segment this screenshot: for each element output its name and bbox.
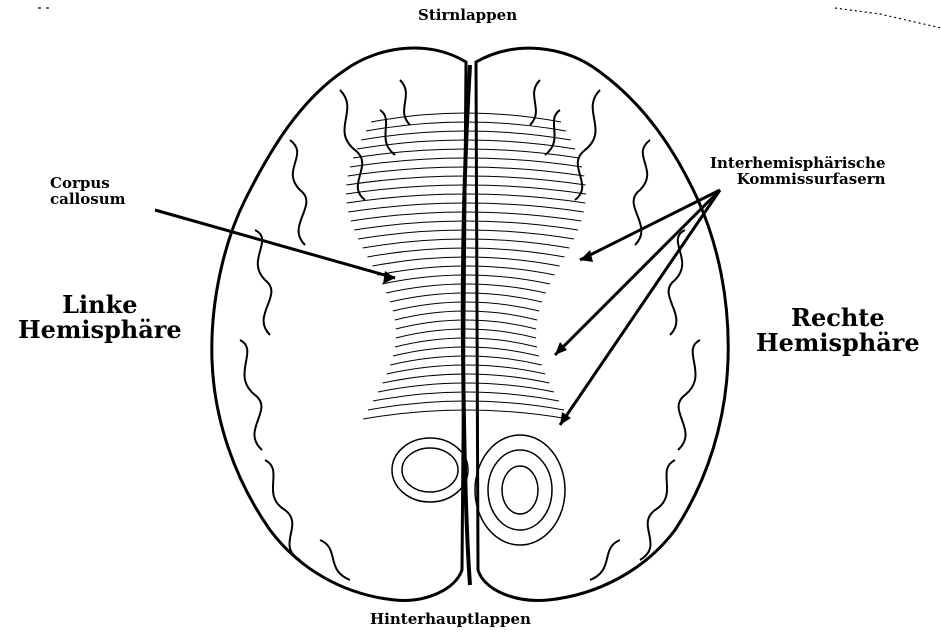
left-hemisphere-label-line2: Hemisphäre [18,317,182,342]
left-gyri [240,80,410,580]
fiber-stroke [368,401,564,410]
fiber-stroke [372,257,559,266]
right-hemisphere-label: Rechte Hemisphäre [756,305,920,355]
left-hemisphere-label-line1: Linke [18,292,182,317]
fiber-stroke [395,311,537,320]
commissural-fibers-label-line2: Kommissurfasern [710,172,886,188]
fiber-stroke [363,410,569,419]
commissural-pointer-1 [580,190,720,260]
fiber-stroke [386,284,545,293]
frontal-lobe-label: Stirnlappen [418,8,517,24]
left-hemisphere-label: Linke Hemisphäre [18,292,182,342]
fiber-stroke [395,338,537,347]
fiber-stroke [390,356,541,365]
fiber-stroke [373,392,559,401]
fiber-stroke [396,320,536,329]
left-hemisphere-outline [212,48,466,600]
fiber-stroke [390,293,542,302]
corpus-callosum-label: Corpus callosum [50,176,125,208]
fiber-stroke [378,383,554,392]
right-hemisphere-label-line2: Hemisphäre [756,330,920,355]
commissural-fibers-label: Interhemisphärische Kommissurfasern [710,156,886,188]
pointer-arrowheads [383,250,593,425]
right-hemisphere-label-line1: Rechte [756,305,920,330]
fiber-stroke [393,302,539,311]
corpus-callosum-label-line2: callosum [50,192,125,208]
fiber-stroke [377,266,554,275]
occipital-lobe-label: Hinterhauptlappen [370,612,531,628]
fiber-stroke [383,374,550,383]
fiber-stroke [396,329,536,338]
fiber-stroke [387,365,545,374]
pointer-lines [155,190,720,425]
fiber-stroke [393,347,539,356]
fiber-stroke [382,275,550,284]
